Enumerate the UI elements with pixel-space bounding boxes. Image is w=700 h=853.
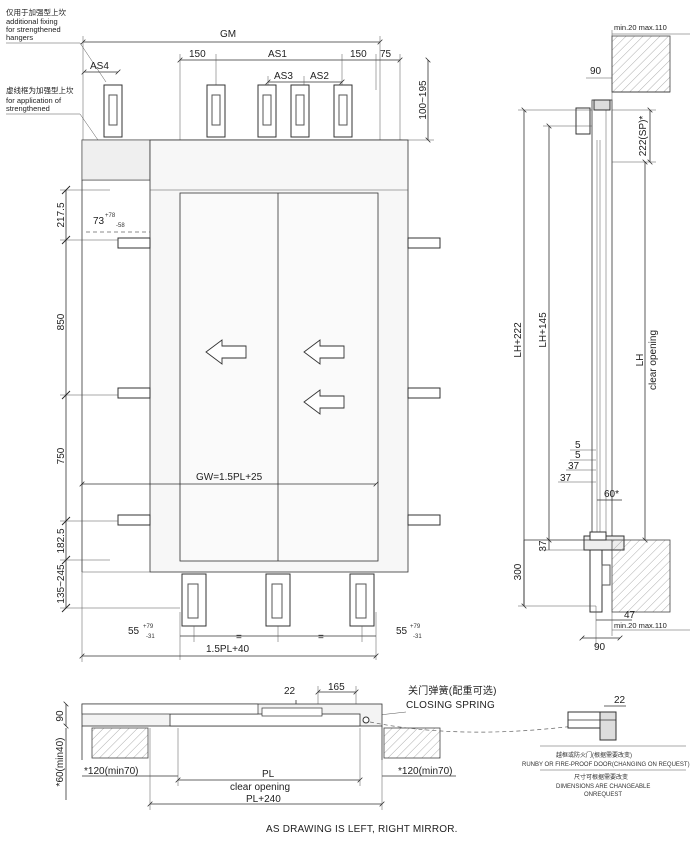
plan-pl240: PL+240 [246,794,281,805]
side-d37b: 37 [560,473,572,484]
side-clear-opening: clear opening [648,330,659,390]
note-fixing-en-2: for strengthened [6,25,61,34]
note-fixing-en-3: hangers [6,33,33,42]
side-d300: 300 [513,563,524,580]
side-lh145: LH+145 [538,312,549,348]
dim-eq-2: = [318,632,324,643]
detail-note-cn-1: 越框或防火门(根据需要改变) [556,751,632,759]
footer-note: AS DRAWING IS LEFT, RIGHT MIRROR. [266,824,458,835]
dim-135-245: 135~245 [56,564,67,604]
side-d47: 47 [624,610,636,621]
side-lh: LH [635,354,646,367]
side-d90-bottom: 90 [594,642,606,653]
note-dashed-en-2: strengthened [6,104,50,113]
side-view: min.20 max.110 90 222(SP)* LH+222 LH+145… [513,23,690,653]
side-d37a: 37 [568,461,580,472]
detail-note-en-3: ONREQUEST [584,792,622,798]
dim-73: 73 [93,216,105,227]
side-min20-bottom: min.20 max.110 [614,621,667,630]
dim-850: 850 [56,313,67,330]
dim-75: 75 [380,49,392,60]
dim-55-right-sup: +79 [410,624,421,630]
side-d60: 60* [604,489,619,500]
note-dashed-en-1: for application of [6,96,62,105]
bottom-hangers [181,573,375,627]
dim-55-right: 55 [396,626,408,637]
dim-150-right: 150 [350,49,367,60]
plan-d165: 165 [328,682,345,693]
plan-d60: *60(min40) [55,738,66,787]
dim-as1: AS1 [268,49,287,60]
plan-d90: 90 [55,710,66,722]
side-min20-top: min.20 max.110 [614,23,667,32]
dim-750: 750 [56,447,67,464]
side-d90-top: 90 [590,66,602,77]
dim-as2: AS2 [310,71,329,82]
detail-note-en-2: DIMENSIONS ARE CHANGEABLE [556,784,650,790]
plan-pl: PL [262,769,275,780]
hanger-brackets [103,84,353,138]
plan-clear-opening: clear opening [230,782,290,793]
dim-eq-1: = [236,632,242,643]
dim-55-left-sup: +79 [143,624,154,630]
plan-view: 22 165 关门弹簧(配重可选) CLOSING SPRING 90 *60(… [55,682,575,810]
front-view: 仅用于加强型上坎 additional fixing for strengthe… [6,7,441,662]
side-brackets [117,237,441,526]
plan-d120-left: *120(min70) [84,766,138,777]
detail-note-cn-2: 尺寸可根据需要改变 [574,773,628,781]
dim-gm: GM [220,29,236,40]
direction-arrows [205,339,345,415]
spring-cn: 关门弹簧(配重可选) [408,684,497,697]
side-lh222: LH+222 [513,322,524,358]
dim-55-right-sub: -31 [413,634,422,640]
dim-100-195: 100~195 [418,80,429,120]
side-d37c: 37 [538,540,549,552]
note-fixing-cn: 仅用于加强型上坎 [6,7,66,17]
plan-d22: 22 [284,686,296,697]
dim-150-left: 150 [189,49,206,60]
dim-182-5: 182.5 [56,528,67,553]
dim-55-left: 55 [128,626,140,637]
dim-217-5: 217.5 [56,202,67,227]
dim-gw: GW=1.5PL+25 [196,472,263,483]
dim-as4: AS4 [90,61,109,72]
dim-73-sub: -58 [116,223,125,229]
note-dashed-cn: 虚线框为加强型上坎 [6,85,74,95]
detail-view: 22 越框或防火门(根据需要改变) RUNBY OR FIRE-PROOF DO… [522,695,690,798]
note-fixing-en-1: additional fixing [6,17,58,26]
dim-55-left-sub: -31 [146,634,155,640]
detail-note-en-1: RUNBY OR FIRE-PROOF DOOR(CHANGING ON REQ… [522,762,690,768]
side-d5a: 5 [575,440,581,451]
side-d5b: 5 [575,450,581,461]
plan-d120-right: *120(min70) [398,766,452,777]
dim-1-5pl40: 1.5PL+40 [206,644,250,655]
dim-as3: AS3 [274,71,293,82]
spring-en: CLOSING SPRING [406,700,495,711]
detail-d22: 22 [614,695,626,706]
dim-73-sup: +78 [105,213,116,219]
side-sp: 222(SP)* [638,116,649,157]
